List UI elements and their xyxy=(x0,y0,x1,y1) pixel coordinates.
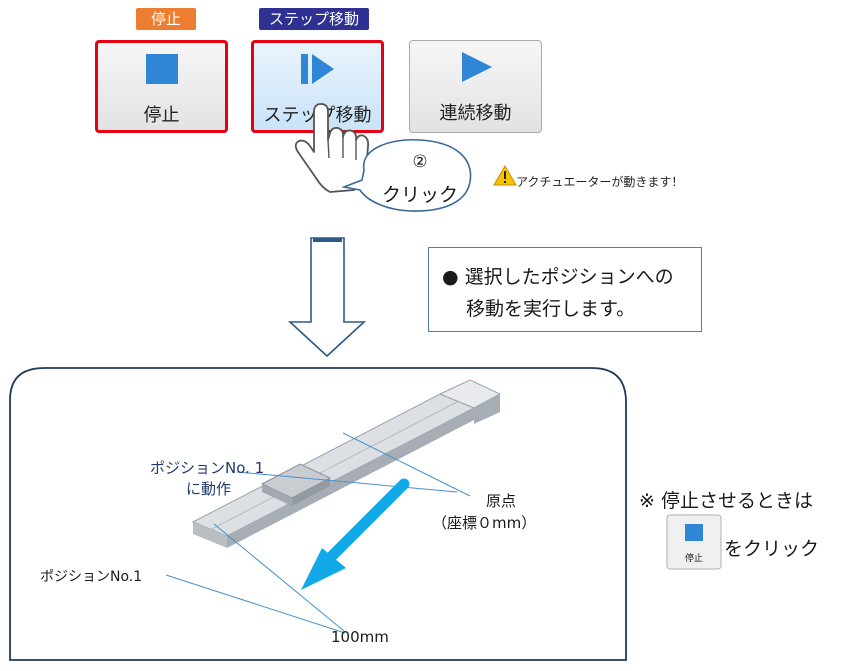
position-label-line1: ポジションNo. 1 xyxy=(150,459,265,477)
stop-button-label: 停止 xyxy=(143,105,180,126)
stop-icon xyxy=(98,53,225,85)
mini-stop-icon xyxy=(685,524,703,541)
callout-number: ② xyxy=(412,152,428,172)
callout-text: クリック xyxy=(381,184,458,206)
info-line-1: ● 選択したポジションへの xyxy=(442,266,674,288)
down-arrow xyxy=(287,237,367,358)
info-box xyxy=(428,247,702,332)
hand-cursor-icon xyxy=(294,103,370,193)
origin-leader-line xyxy=(342,432,471,497)
origin-label-line1: 原点 xyxy=(486,492,517,510)
stop-button[interactable]: 停止 xyxy=(95,40,228,133)
step-move-tag: ステップ移動 xyxy=(259,8,369,30)
diagram-frame xyxy=(9,367,627,661)
mini-stop-button xyxy=(666,514,722,570)
origin-label-line2: （座標０mm） xyxy=(432,514,537,532)
warning-text: アクチュエーターが動きます！ xyxy=(516,175,684,189)
stop-tag: 停止 xyxy=(136,8,196,30)
distance-leader-line xyxy=(213,523,345,632)
continuous-move-button[interactable]: 連続移動 xyxy=(409,40,542,133)
position-leader-line xyxy=(236,471,458,493)
movement-arrow xyxy=(301,478,410,590)
step-icon xyxy=(254,53,381,85)
play-icon xyxy=(410,51,541,83)
warning-icon xyxy=(493,165,517,186)
info-line-2: 移動を実行します。 xyxy=(466,298,636,320)
position-label-line2: に動作 xyxy=(186,480,232,498)
note-line-1: ※ 停止させるときは xyxy=(639,490,813,512)
distance-label: 100mm xyxy=(331,628,389,646)
note-line-2: をクリック xyxy=(724,538,820,560)
position-no1-label: ポジションNo.1 xyxy=(40,569,143,585)
actuator-image xyxy=(191,379,502,548)
continuous-move-button-label: 連続移動 xyxy=(439,103,512,124)
callout-bubble xyxy=(341,138,472,212)
position-no1-leader-line xyxy=(165,574,346,634)
mini-stop-label: 停止 xyxy=(684,554,703,564)
